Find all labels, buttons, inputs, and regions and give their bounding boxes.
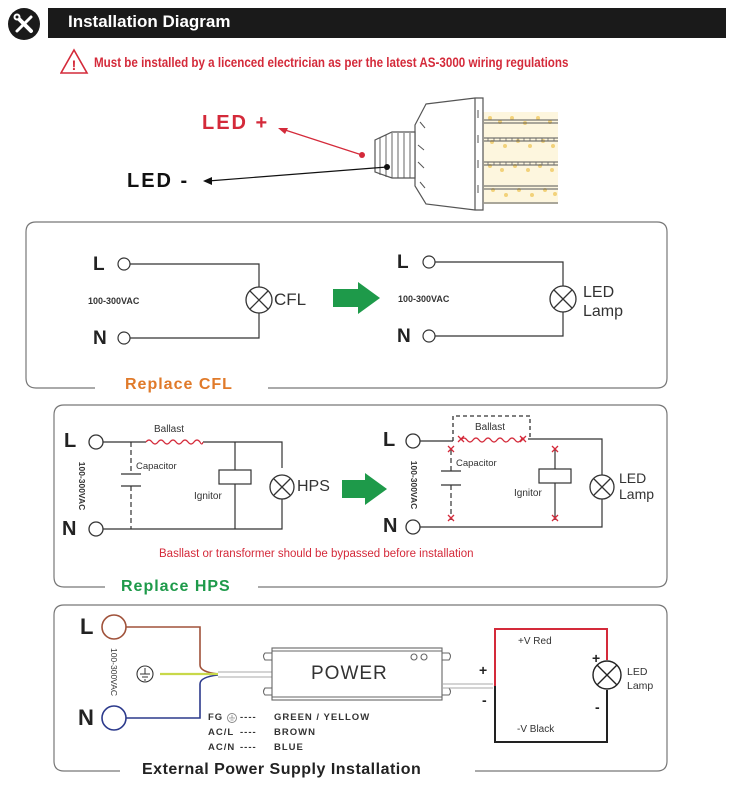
hps-left-voltage-label: 100-300VAC <box>77 461 87 511</box>
legend-value-brown: BROWN <box>274 727 316 738</box>
terminal-l-icon <box>405 433 421 449</box>
cfl-right-voltage-label: 100-300VAC <box>398 294 450 304</box>
led-minus-label: LED - <box>127 170 190 192</box>
legend-key-acn: AC/N <box>208 742 236 753</box>
power-supply-label: POWER <box>311 663 388 684</box>
hps-bypass-note: Basllast or transformer should be bypass… <box>159 548 474 560</box>
hps-right-capacitor-label: Capacitor <box>456 458 497 469</box>
legend-dashes: ---- <box>240 742 257 753</box>
warning-text: Must be installed by a licenced electric… <box>94 55 569 70</box>
eps-vplus-red-label: +V Red <box>518 636 552 647</box>
eps-led-lamp-label-1: LED <box>627 666 648 678</box>
cfl-right-l-label: L <box>397 252 409 273</box>
positive-wire-red <box>494 628 608 686</box>
terminal-l-icon <box>88 434 104 450</box>
legend-key-fg: FG <box>208 712 224 723</box>
ignitor-icon <box>538 450 572 520</box>
bulb-led-array <box>483 112 558 204</box>
ballast-coil-icon <box>145 439 204 445</box>
legend-dashes: ---- <box>240 727 257 738</box>
led-plus-label: LED + <box>202 112 270 134</box>
hps-right-voltage-label: 100-300VAC <box>409 460 419 510</box>
cfl-left-voltage-label: 100-300VAC <box>88 296 140 306</box>
hps-left-l-label: L <box>64 430 77 452</box>
hps-led-lamp-label-1: LED <box>619 470 647 486</box>
legend-key-acl: AC/L <box>208 727 235 738</box>
svg-text:!: ! <box>72 57 77 73</box>
capacitor-icon <box>121 442 141 529</box>
hps-left-ballast-label: Ballast <box>154 424 185 435</box>
terminal-n-icon <box>88 521 104 537</box>
replace-arrow-icon <box>333 282 380 314</box>
eps-led-lamp-label-2: Lamp <box>627 680 654 692</box>
cfl-left-n-label: N <box>93 328 107 349</box>
terminal-l-icon <box>422 255 436 269</box>
hps-lamp-label: HPS <box>297 478 330 495</box>
power-supply-unit <box>262 647 452 701</box>
earth-ground-icon <box>136 665 154 683</box>
terminal-n-icon <box>101 705 127 731</box>
ignitor-icon <box>218 442 252 529</box>
ballast-coil-icon <box>460 437 525 443</box>
hps-right-n-label: N <box>383 515 398 537</box>
legend-value-green-yellow: GREEN / YELLOW <box>274 712 371 723</box>
eps-lamp-plus-label: + <box>592 650 601 666</box>
lamp-led-icon <box>592 660 622 690</box>
cfl-led-lamp-label-2: Lamp <box>583 303 624 320</box>
eps-psu-plus-label: + <box>479 662 488 678</box>
hps-right-ballast-label: Ballast <box>475 422 506 433</box>
panel-title-replace-hps: Replace HPS <box>113 578 239 596</box>
panel-title-replace-cfl: Replace CFL <box>117 376 241 394</box>
hps-right-ignitor-label: Ignitor <box>514 488 542 499</box>
eps-l-label: L <box>80 614 94 639</box>
terminal-n-icon <box>405 519 421 535</box>
hps-left-ignitor-label: Ignitor <box>194 491 222 502</box>
eps-lamp-minus-label: - <box>595 699 600 715</box>
terminal-l-icon <box>117 257 131 271</box>
led-corn-bulb <box>203 97 558 211</box>
capacitor-icon <box>441 450 461 520</box>
legend-dashes: ---- <box>240 712 257 723</box>
cfl-led-lamp-label-1: LED <box>583 284 615 301</box>
header-bar <box>48 8 726 38</box>
led-plus-arrow <box>278 128 363 156</box>
warning-triangle-icon: ! <box>60 48 89 74</box>
panel-external-power-supply <box>53 604 668 772</box>
eps-n-label: N <box>78 705 94 730</box>
bulb-screw-base <box>374 131 416 179</box>
eps-voltage-label: 100-300VAC <box>109 647 119 697</box>
led-minus-arrow <box>203 166 388 185</box>
lamp-led-icon <box>549 285 577 313</box>
panel-replace-cfl <box>25 221 668 389</box>
terminal-l-icon <box>101 614 127 640</box>
hps-left-n-label: N <box>62 518 77 540</box>
bulb-housing <box>414 97 484 211</box>
cfl-left-l-label: L <box>93 254 105 275</box>
replace-arrow-icon <box>342 473 387 505</box>
panel-replace-hps <box>53 404 668 588</box>
panel-title-external-power-supply: External Power Supply Installation <box>134 761 430 779</box>
ballast-bypass-wire <box>452 415 531 441</box>
eps-vminus-black-label: -V Black <box>517 724 555 735</box>
negative-wire-black <box>494 686 608 743</box>
terminal-n-icon <box>422 329 436 343</box>
cfl-lamp-label: CFL <box>274 290 307 309</box>
lamp-hps-icon <box>269 474 295 500</box>
legend-value-blue: BLUE <box>274 742 304 753</box>
hps-right-l-label: L <box>383 429 396 451</box>
legend-earth-icon <box>227 713 237 723</box>
hps-led-lamp-label-2: Lamp <box>619 486 655 502</box>
neutral-wire-blue <box>126 674 219 719</box>
cfl-right-n-label: N <box>397 326 411 347</box>
live-wire-brown <box>126 626 219 675</box>
eps-psu-minus-label: - <box>482 692 487 708</box>
lamp-led-icon <box>589 474 615 500</box>
lamp-cfl-icon <box>245 286 273 314</box>
cut-marks-icon <box>447 435 559 522</box>
page-title: Installation Diagram <box>68 12 231 31</box>
tools-icon <box>8 8 40 40</box>
hps-left-capacitor-label: Capacitor <box>136 461 177 472</box>
terminal-n-icon <box>117 331 131 345</box>
